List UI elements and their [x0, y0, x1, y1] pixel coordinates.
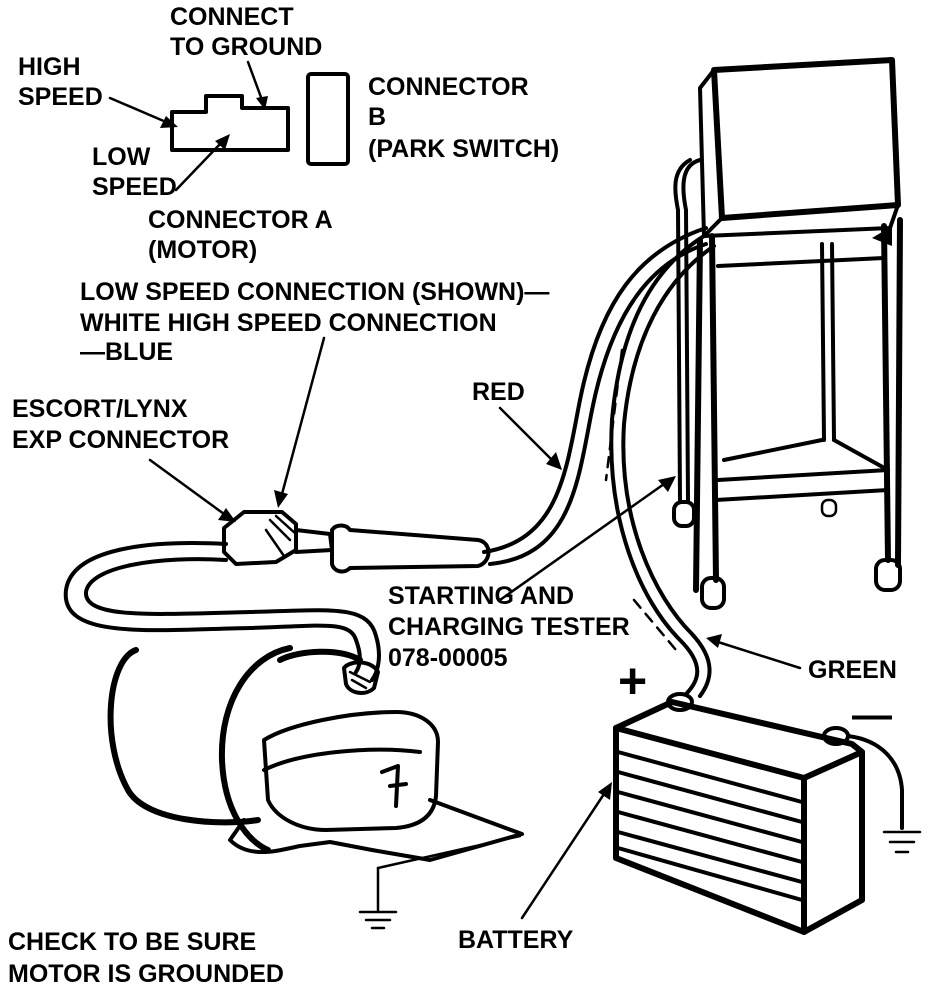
battery-ground-symbol — [882, 830, 922, 854]
svg-text:HIGH: HIGH — [18, 53, 81, 81]
connector-b-outline — [306, 72, 350, 166]
connector-a-outline — [170, 94, 290, 152]
svg-text:—BLUE: —BLUE — [80, 338, 173, 366]
svg-text:(MOTOR): (MOTOR) — [148, 236, 257, 264]
svg-text:STARTING AND: STARTING AND — [388, 582, 574, 610]
motor-harness — [63, 541, 381, 695]
svg-text:CONNECTOR A: CONNECTOR A — [148, 206, 333, 234]
svg-text:CHECK TO BE SURE: CHECK TO BE SURE — [8, 928, 256, 956]
svg-text:LOW: LOW — [92, 143, 151, 171]
label-battery: BATTERY — [458, 926, 574, 954]
battery — [613, 692, 904, 935]
label-red: RED — [472, 378, 525, 406]
label-high-speed: HIGH SPEED — [18, 53, 103, 111]
svg-text:TO GROUND: TO GROUND — [170, 33, 322, 61]
label-minus: — — [852, 693, 892, 737]
svg-text:B: B — [368, 103, 386, 131]
label-low-speed: LOW SPEED — [92, 143, 177, 201]
label-speed-connection: LOW SPEED CONNECTION (SHOWN)— WHITE HIGH… — [80, 278, 549, 366]
svg-text:MOTOR IS GROUNDED: MOTOR IS GROUNDED — [8, 960, 284, 988]
svg-text:LOW SPEED CONNECTION (SHOWN)—: LOW SPEED CONNECTION (SHOWN)— — [80, 278, 549, 306]
svg-text:CONNECT: CONNECT — [170, 3, 294, 31]
escort-lynx-connector — [222, 510, 491, 574]
motor-ground-symbol — [358, 834, 522, 930]
label-plus: + — [618, 653, 647, 709]
svg-text:EXP CONNECTOR: EXP CONNECTOR — [12, 426, 229, 454]
svg-text:(PARK SWITCH): (PARK SWITCH) — [368, 135, 559, 163]
label-escort-connector: ESCORT/LYNX EXP CONNECTOR — [12, 395, 229, 454]
charging-tester — [672, 57, 903, 610]
label-connector-b: CONNECTOR B (PARK SWITCH) — [368, 73, 559, 163]
svg-text:078-00005: 078-00005 — [388, 644, 508, 672]
label-tester: STARTING AND CHARGING TESTER 078-00005 — [388, 582, 630, 672]
label-green: GREEN — [808, 656, 897, 684]
legend-arrows — [108, 60, 268, 192]
svg-text:ESCORT/LYNX: ESCORT/LYNX — [12, 395, 188, 423]
label-connector-a: CONNECTOR A (MOTOR) — [148, 206, 333, 264]
wiper-motor — [107, 645, 524, 862]
label-connect-to-ground: CONNECT TO GROUND — [170, 3, 322, 61]
svg-text:WHITE HIGH SPEED CONNECTION: WHITE HIGH SPEED CONNECTION — [80, 309, 497, 337]
svg-text:CONNECTOR: CONNECTOR — [368, 73, 529, 101]
label-check-grounded: CHECK TO BE SURE MOTOR IS GROUNDED — [8, 928, 284, 988]
pointer-arrows — [148, 336, 802, 920]
svg-text:SPEED: SPEED — [92, 173, 177, 201]
svg-text:CHARGING TESTER: CHARGING TESTER — [388, 613, 630, 641]
svg-text:SPEED: SPEED — [18, 83, 103, 111]
